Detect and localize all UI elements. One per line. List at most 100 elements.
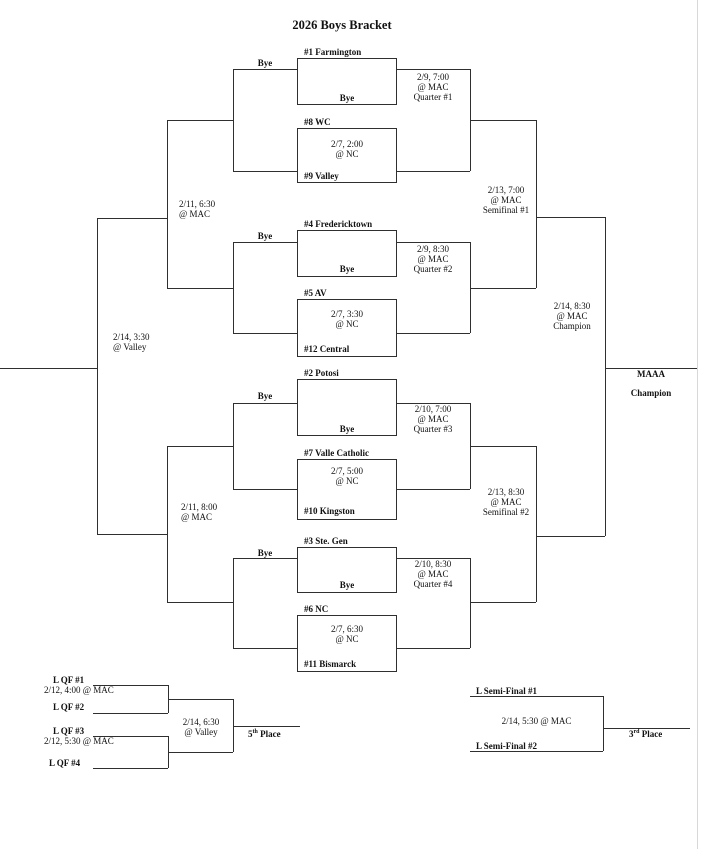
loser-slot-label: L QF #2 [53, 702, 85, 712]
game-date-time: 2/11, 6:30 [179, 199, 216, 209]
game-date-time: 2/10, 8:30 [414, 559, 452, 569]
game-date-time: 2/13, 8:30 [487, 487, 525, 497]
seed-label: #1 Farmington [304, 47, 362, 57]
slot-label: #12 Central [304, 344, 350, 354]
loser-game-date: 2/12, 4:00 @ MAC [44, 685, 114, 695]
feeder-line [233, 489, 298, 490]
winner-line [396, 558, 470, 559]
slot-label: Bye [339, 264, 355, 274]
place-ordinal-suffix: rd [633, 729, 640, 735]
connector-line [470, 242, 471, 333]
game-box-7 [297, 547, 397, 593]
loser-slot-label: L QF #3 [53, 726, 85, 736]
fifth-place-line [233, 726, 300, 727]
game-venue: @ Valley [113, 342, 147, 352]
connector-line [470, 120, 536, 121]
connector-line [233, 558, 234, 648]
game-date-time: 2/7, 6:30 [330, 624, 363, 634]
connector-line [168, 699, 233, 700]
connector-line [605, 217, 606, 536]
slot-label: Bye [339, 580, 355, 590]
loser-slot-label: L QF #1 [53, 675, 85, 685]
connector-line [536, 446, 537, 602]
game-venue: @ MAC [417, 414, 449, 424]
feeder-line [233, 558, 298, 559]
place-number: 3 [629, 729, 634, 739]
game-date-time: 2/7, 3:30 [330, 309, 363, 319]
slot-label: Bye [339, 93, 355, 103]
feeder-line [233, 171, 298, 172]
winner-line [396, 333, 470, 334]
game-box-1 [297, 58, 397, 105]
game-venue: @ NC [335, 634, 359, 644]
game-name: Quarter #2 [413, 264, 453, 274]
winner-line [396, 489, 470, 490]
semifinal-label: 2/13, 8:30 @ MAC Semifinal #2 [470, 487, 542, 517]
game-box-4 [297, 299, 397, 357]
seed-label: #8 WC [304, 117, 331, 127]
game-box-8 [297, 615, 397, 672]
champion-title-line2: Champion [630, 388, 672, 398]
champion-line [605, 368, 697, 369]
connector-line [167, 446, 168, 602]
slot-label: #10 Kingston [304, 506, 355, 516]
game-date-time: 2/9, 7:00 [416, 72, 449, 82]
third-place-label: 3rd Place [629, 729, 662, 739]
game-venue: @ Valley [184, 727, 218, 737]
quarterfinal-label: 2/10, 7:00 @ MAC Quarter #3 [398, 404, 468, 434]
bye-feeder-label: Bye [257, 58, 273, 68]
game-name: Quarter #3 [413, 424, 453, 434]
place-ordinal-suffix: th [252, 729, 258, 735]
feeder-line [233, 242, 298, 243]
third-place-game-label: 2/14, 5:30 @ MAC [501, 716, 572, 726]
winner-line [396, 648, 470, 649]
game-date-time: 2/7, 2:00 [330, 139, 363, 149]
game-venue: @ MAC [179, 209, 211, 219]
connector-line [167, 120, 168, 288]
game-box-3 [297, 230, 397, 277]
final-label: 2/14, 8:30 @ MAC Champion [536, 301, 608, 331]
semifinal-label: 2/13, 7:00 @ MAC Semifinal #1 [470, 185, 542, 215]
game-date-time: 2/13, 7:00 [487, 185, 525, 195]
connector-line [97, 218, 98, 534]
feeder-line [233, 648, 298, 649]
loser-slot-label: L Semi-Final #1 [476, 686, 538, 696]
connector-line [233, 242, 234, 333]
seed-label: #6 NC [304, 604, 329, 614]
slot-label: Bye [339, 424, 355, 434]
game-name: Champion [553, 321, 591, 331]
connector-line [536, 536, 605, 537]
connector-line [603, 696, 604, 751]
game-venue: @ NC [335, 319, 359, 329]
connector-line [167, 446, 233, 447]
third-place-line [603, 728, 690, 729]
consolation-semi-label: 2/11, 8:00 @ MAC [181, 502, 217, 522]
game-venue: @ MAC [490, 497, 522, 507]
game-box-5 [297, 379, 397, 436]
game-time: 2/7, 2:00 @ NC [297, 139, 397, 159]
place-number: 5 [248, 729, 253, 739]
game-date-time: 2/7, 5:00 [330, 466, 363, 476]
game-venue: @ MAC [417, 254, 449, 264]
game-name: Semifinal #1 [482, 205, 530, 215]
seed-label: #5 AV [304, 288, 327, 298]
connector-line [167, 288, 233, 289]
page-edge-line [697, 0, 698, 849]
place-word: Place [639, 729, 663, 739]
connector-line [233, 69, 234, 171]
game-box-2 [297, 128, 397, 183]
connector-line [470, 602, 536, 603]
game-name: Semifinal #2 [482, 507, 530, 517]
game-venue: @ NC [335, 476, 359, 486]
seed-label: #3 Ste. Gen [304, 536, 348, 546]
connector-line [536, 217, 605, 218]
game-venue: @ MAC [556, 311, 588, 321]
bye-feeder-label: Bye [257, 548, 273, 558]
slot-line [93, 736, 168, 737]
game-venue: @ NC [335, 149, 359, 159]
connector-line [167, 120, 233, 121]
seed-label: #7 Valle Catholic [304, 448, 370, 458]
loser-slot-label: L Semi-Final #2 [476, 741, 538, 751]
champion-title-line1: MAAA [637, 369, 665, 379]
